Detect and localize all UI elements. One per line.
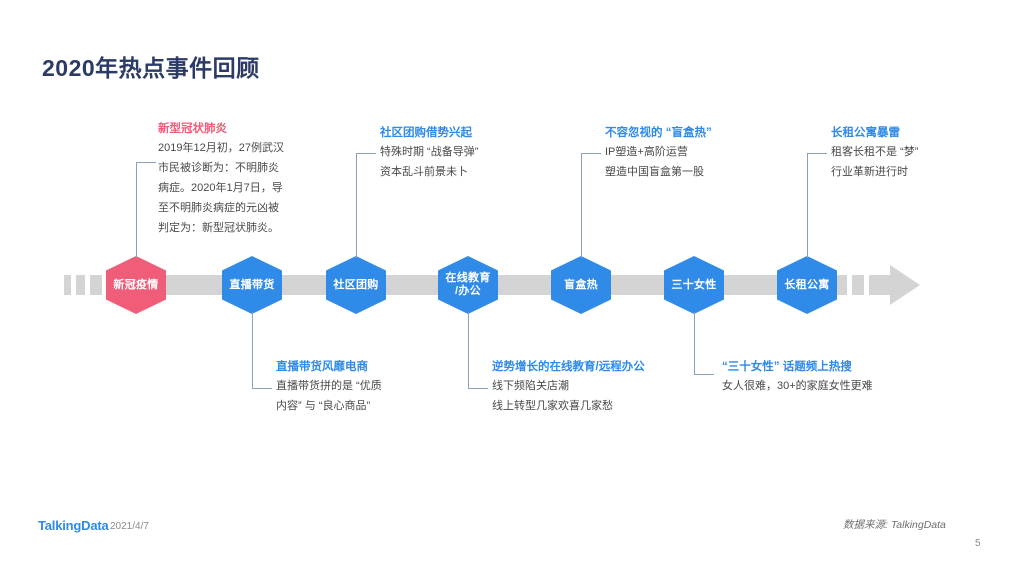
callout-top-3: 不容忽视的 “盲盒热” IP塑造+高阶运营 塑造中国盲盒第一股 — [605, 124, 790, 182]
page-title: 2020年热点事件回顾 — [42, 55, 260, 81]
callout-title: “三十女性” 话题频上热搜 — [722, 361, 852, 373]
callout-bottom-1: 直播带货风靡电商 直播带货拼的是 “优质 内容” 与 “良心商品” — [276, 358, 461, 416]
callout-bottom-2: 逆势增长的在线教育/远程办公 线下频陷关店潮 线上转型几家欢喜几家愁 — [492, 358, 707, 416]
callout-body: 2019年12月初，27例武汉 市民被诊断为：不明肺炎 病症。2020年1月7日… — [158, 138, 343, 238]
callout-title: 逆势增长的在线教育/远程办公 — [492, 361, 645, 373]
rail-segment-trail-3 — [869, 275, 891, 295]
timeline-node-2[interactable]: 直播带货 — [222, 256, 282, 314]
connector-vertical-bottom-3 — [694, 312, 695, 374]
source-note: 数据来源: TalkingData — [843, 519, 946, 531]
callout-body-line: IP塑造+高阶运营 — [605, 146, 688, 158]
callout-top-2: 社区团购借势兴起 特殊时期 “战备导弹” 资本乱斗前景未卜 — [380, 124, 565, 182]
callout-body-line: 直播带货拼的是 “优质 — [276, 380, 382, 392]
connector-elbow-bottom-2 — [468, 388, 488, 389]
rail-segment-trail-2 — [852, 275, 864, 295]
callout-title: 不容忽视的 “盲盒热” — [605, 127, 712, 139]
callout-body-line: 病症。2020年1月7日，导 — [158, 182, 283, 194]
brand-logo: TalkingData — [38, 518, 109, 533]
page-number: 5 — [975, 538, 981, 549]
connector-elbow-bottom-3 — [694, 374, 714, 375]
callout-top-1: 新型冠状肺炎 2019年12月初，27例武汉 市民被诊断为：不明肺炎 病症。20… — [158, 120, 343, 238]
connector-vertical-bottom-2 — [468, 312, 469, 388]
callout-body-line: 线下频陷关店潮 — [492, 380, 569, 392]
callout-body: 线下频陷关店潮 线上转型几家欢喜几家愁 — [492, 376, 707, 416]
callout-body-line: 判定为：新型冠状肺炎。 — [158, 222, 279, 234]
connector-vertical-top-3 — [581, 153, 582, 258]
callout-body-line: 内容” 与 “良心商品” — [276, 400, 371, 412]
callout-body-line: 行业革新进行时 — [831, 166, 908, 178]
rail-segment-lead-2 — [76, 275, 85, 295]
timeline-node-label: 直播带货 — [229, 278, 275, 291]
rail-arrow-head — [890, 265, 920, 305]
callout-title: 社区团购借势兴起 — [380, 127, 472, 139]
timeline-node-4[interactable]: 在线教育 /办公 — [438, 256, 498, 314]
callout-top-4: 长租公寓暴雷 租客长租不是 “梦” 行业革新进行时 — [831, 124, 1014, 182]
callout-body: 租客长租不是 “梦” 行业革新进行时 — [831, 142, 1014, 182]
connector-vertical-bottom-1 — [252, 312, 253, 388]
timeline-node-label: 新冠疫情 — [113, 278, 159, 291]
callout-body: 直播带货拼的是 “优质 内容” 与 “良心商品” — [276, 376, 461, 416]
rail-segment-lead-3 — [90, 275, 102, 295]
connector-elbow-top-4 — [807, 153, 827, 154]
callout-body-line: 租客长租不是 “梦” — [831, 146, 919, 158]
connector-elbow-top-2 — [356, 153, 376, 154]
callout-body: 特殊时期 “战备导弹” 资本乱斗前景未卜 — [380, 142, 565, 182]
connector-vertical-top-4 — [807, 153, 808, 258]
timeline-node-3[interactable]: 社区团购 — [326, 256, 386, 314]
callout-title: 直播带货风靡电商 — [276, 361, 368, 373]
callout-body-line: 2019年12月初，27例武汉 — [158, 142, 284, 154]
connector-vertical-top-2 — [356, 153, 357, 258]
callout-title: 新型冠状肺炎 — [158, 123, 227, 135]
timeline-node-5[interactable]: 盲盒热 — [551, 256, 611, 314]
callout-title: 长租公寓暴雷 — [831, 127, 900, 139]
timeline-node-7[interactable]: 长租公寓 — [777, 256, 837, 314]
timeline-node-label: 在线教育 /办公 — [445, 272, 491, 297]
timeline-node-label: 长租公寓 — [784, 278, 830, 291]
rail-segment-lead-1 — [64, 275, 71, 295]
callout-body-line: 至不明肺炎病症的元凶被 — [158, 202, 279, 214]
connector-elbow-bottom-1 — [252, 388, 272, 389]
footer-date: 2021/4/7 — [110, 521, 149, 532]
timeline-node-6[interactable]: 三十女性 — [664, 256, 724, 314]
callout-body-line: 塑造中国盲盒第一股 — [605, 166, 704, 178]
timeline-node-label: 社区团购 — [333, 278, 379, 291]
timeline-node-label: 三十女性 — [671, 278, 717, 291]
callout-body-line: 资本乱斗前景未卜 — [380, 166, 468, 178]
timeline-node-label: 盲盒热 — [564, 278, 598, 291]
callout-bottom-3: “三十女性” 话题频上热搜 女人很难，30+的家庭女性更难 — [722, 358, 937, 396]
timeline-node-1[interactable]: 新冠疫情 — [106, 256, 166, 314]
connector-elbow-top-1 — [136, 162, 156, 163]
callout-body-line: 线上转型几家欢喜几家愁 — [492, 400, 613, 412]
callout-body: IP塑造+高阶运营 塑造中国盲盒第一股 — [605, 142, 790, 182]
connector-elbow-top-3 — [581, 153, 601, 154]
callout-body-line: 特殊时期 “战备导弹” — [380, 146, 479, 158]
callout-body-line: 市民被诊断为：不明肺炎 — [158, 162, 279, 174]
callout-body-line: 女人很难，30+的家庭女性更难 — [722, 380, 873, 392]
callout-body: 女人很难，30+的家庭女性更难 — [722, 376, 937, 396]
connector-vertical-top-1 — [136, 162, 137, 258]
